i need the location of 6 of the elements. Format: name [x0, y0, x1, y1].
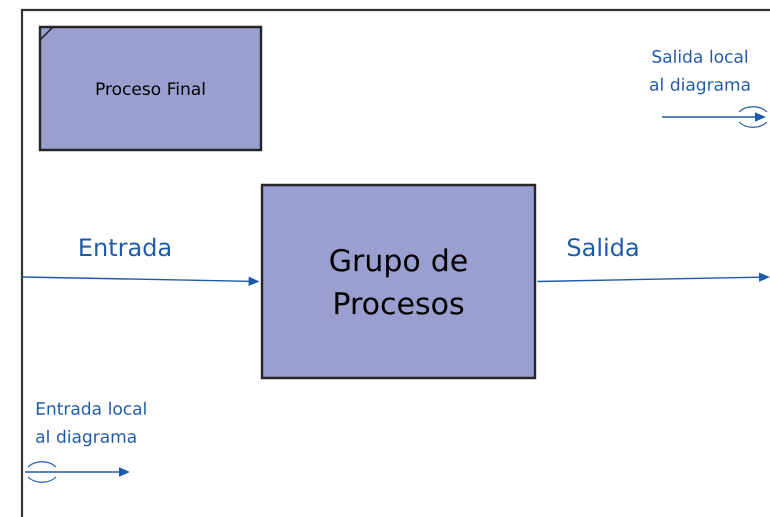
note-text: Entrada local al diagrama: [36, 402, 146, 446]
process-box: Proceso Final: [38, 26, 262, 152]
edge-label: Entrada: [80, 238, 170, 256]
process-group-box: Grupo de Procesos: [260, 184, 536, 380]
note-text: Salida local al diagrama: [650, 50, 750, 94]
edge-label: Salida: [568, 238, 638, 256]
